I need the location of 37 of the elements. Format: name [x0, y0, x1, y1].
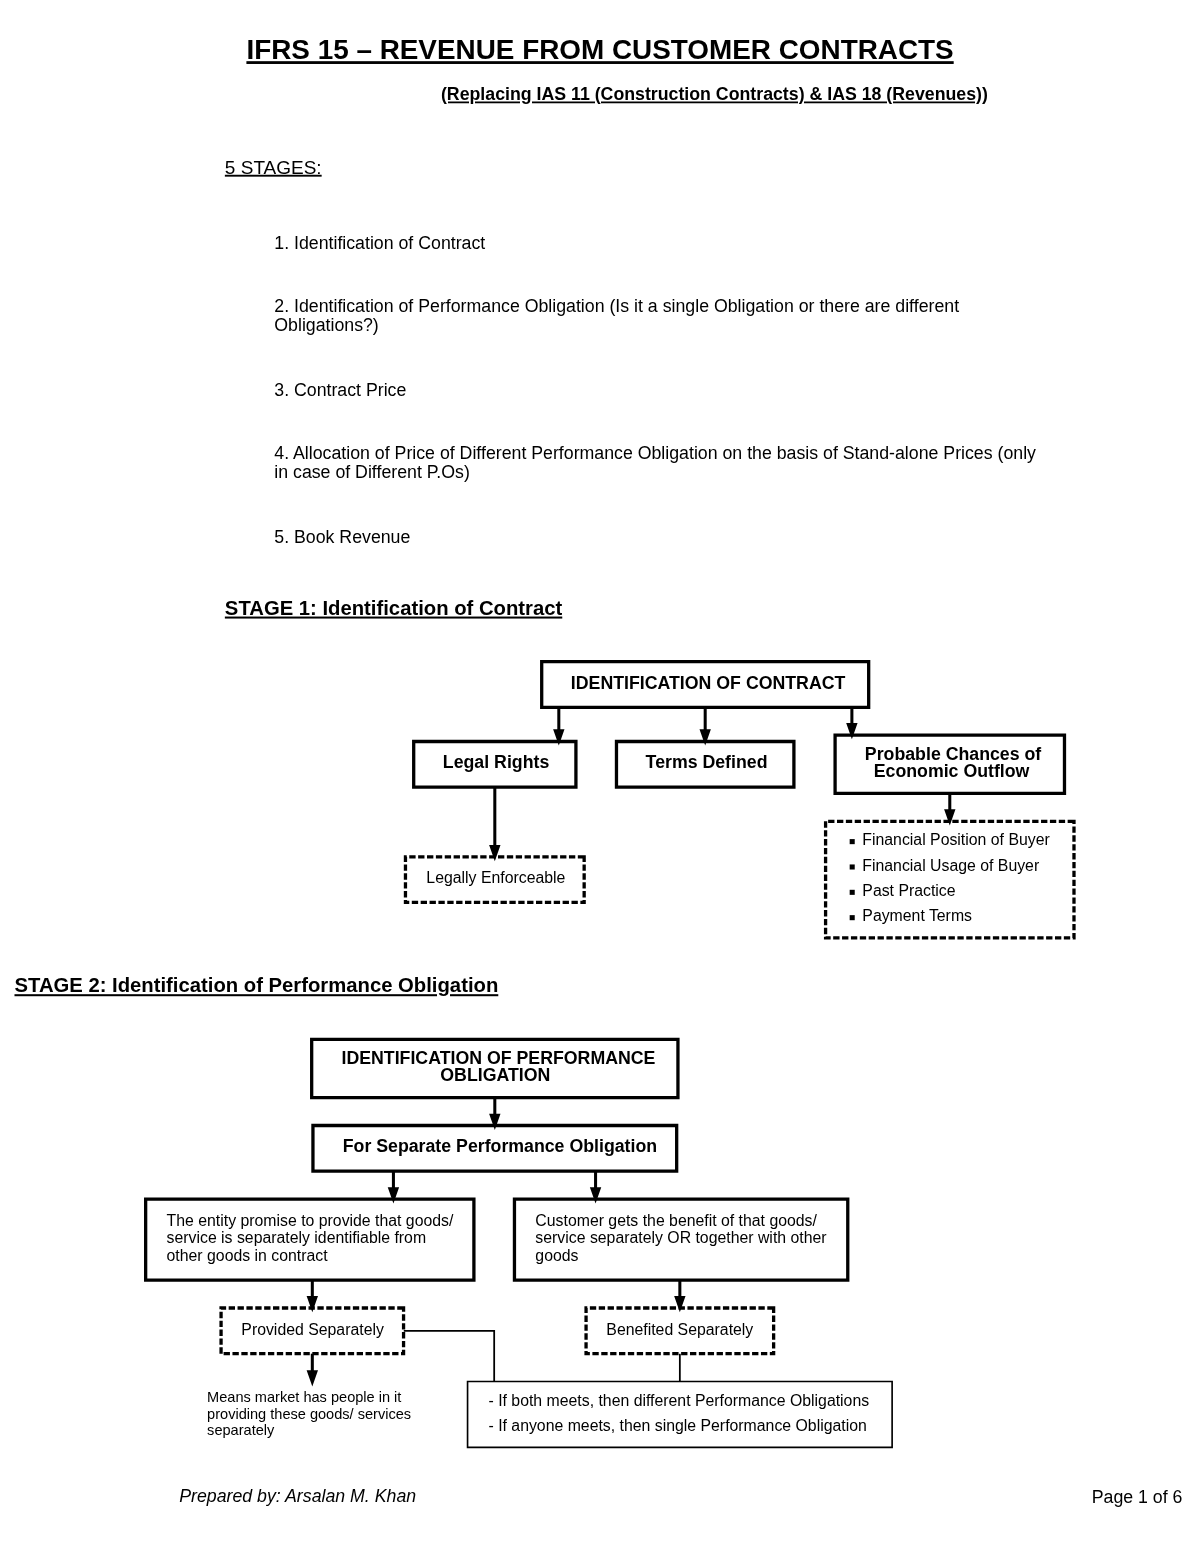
node-box: IDENTIFICATION OF CONTRACT: [540, 659, 871, 709]
diagram-title: IFRS 15 – REVENUE FROM CUSTOMER CONTRACTS: [246, 33, 954, 65]
arrow: [489, 787, 501, 861]
label: 5 STAGES:: [224, 156, 322, 178]
node-box: For Separate Performance Obligation: [311, 1123, 679, 1173]
label: (Replacing IAS 11 (Construction Contracts) & IAS 18 (Revenues)): [440, 83, 988, 104]
label: STAGE 1: Identification of Contract: [224, 596, 563, 619]
label: Prepared by: Arsalan M. Khan: [179, 1485, 417, 1506]
node-box: The entity promise to provide that goods/ service is separately identifiable from other goods in contract: [144, 1196, 476, 1282]
label: 4. Allocation of Price of Different Performance Obligation on the basis of Stand-alone Prices (only in case of Different P.Os): [274, 442, 1036, 482]
node-box: Financial Position of Buyer Financial Usage of Buyer Past Practice Payment Terms: [823, 819, 1076, 940]
connector: [402, 1329, 496, 1382]
node-box: Legally Enforceable: [403, 854, 586, 904]
node-text: Means market has people in it providing these goods/ services separately: [207, 1388, 412, 1438]
arrow: [306, 1353, 318, 1387]
label: 3. Contract Price: [274, 379, 407, 400]
label: 5. Book Revenue: [274, 526, 411, 547]
node-box: Legal Rights: [412, 739, 578, 789]
arrow: [674, 1279, 686, 1312]
arrow: [489, 1097, 501, 1130]
arrow: [553, 707, 565, 746]
node-box: - If both meets, then different Performance Obligations - If anyone meets, then single Performance Obligation: [466, 1380, 893, 1448]
label: 1. Identification of Contract: [274, 232, 486, 253]
arrow: [589, 1170, 602, 1203]
label: Page 1 of 6: [1091, 1486, 1183, 1507]
arrow: [699, 707, 711, 746]
node-box: Benefited Separately: [584, 1305, 776, 1355]
node-box: Probable Chances of Economic Outflow: [833, 733, 1067, 795]
node-box: IDENTIFICATION OF PERFORMANCE OBLIGATION: [310, 1037, 680, 1099]
arrow: [306, 1279, 318, 1312]
label: 2. Identification of Performance Obligation (Is it a single Obligation or there are different Obligations?): [274, 295, 960, 335]
label: STAGE 2: Identification of Performance Obligation: [14, 973, 499, 996]
node-box: Terms Defined: [614, 739, 796, 789]
arrow: [387, 1170, 400, 1203]
connector: [678, 1352, 681, 1382]
node-box: Customer gets the benefit of that goods/ service separately OR together with other goods: [512, 1196, 850, 1282]
node-box: Provided Separately: [219, 1305, 406, 1355]
